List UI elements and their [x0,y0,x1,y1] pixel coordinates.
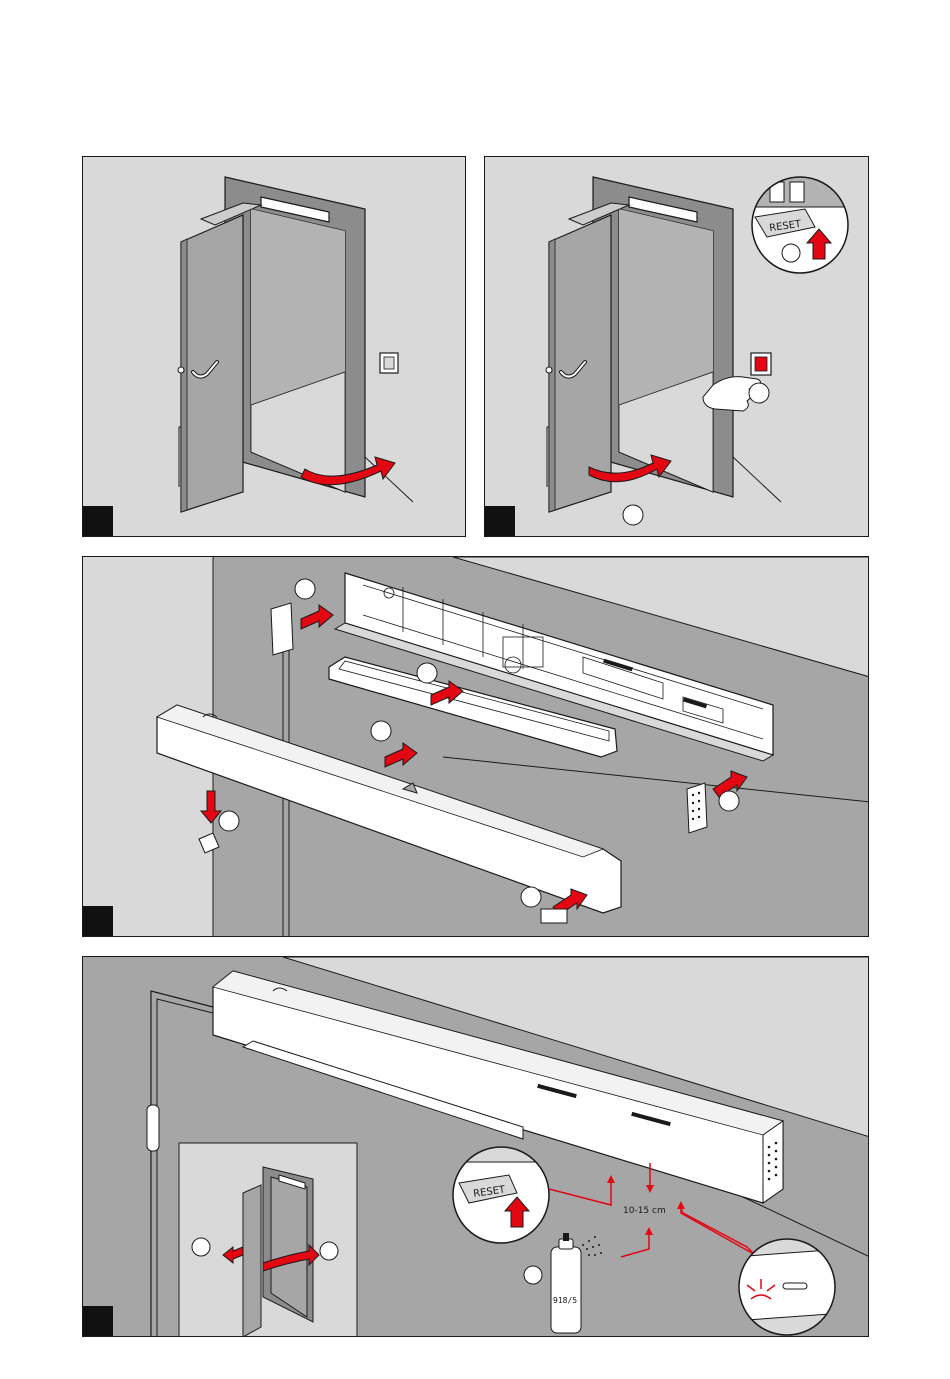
open-door-illustration [83,157,466,537]
label-sticker [541,909,567,923]
callout-circle [320,1242,338,1260]
step-badge-4 [83,1306,113,1336]
final-check-illustration: RESET 10-15 cm 918/5 [83,957,869,1337]
door-hinge [147,1105,159,1151]
callout-circle [749,383,769,403]
step-1-panel [82,156,466,537]
step-3-panel [82,556,869,937]
callout-circle [219,811,239,831]
callout-circle [623,505,643,525]
step-badge-2 [485,506,515,536]
callout-circle [417,663,437,683]
callout-circle [295,579,315,599]
spray-can-label: 918/5 [553,1296,577,1305]
cover-assembly-illustration [83,557,869,937]
distance-label: 10-15 cm [623,1206,666,1216]
callout-circle [521,887,541,907]
callout-circle [719,791,739,811]
callout-circle [192,1238,210,1256]
end-cap [271,603,293,655]
reset-detail-magnifier: RESET [745,172,855,282]
step-2-panel: RESET [484,156,869,537]
step-badge-1 [83,506,113,536]
step-badge-3 [83,906,113,936]
callout-circle [524,1266,542,1284]
side-grille [687,783,707,833]
step-4-panel: RESET 10-15 cm 918/5 [82,956,869,1337]
reset-door-illustration: RESET [485,157,869,537]
door-leaf [181,215,243,512]
callout-circle [371,721,391,741]
